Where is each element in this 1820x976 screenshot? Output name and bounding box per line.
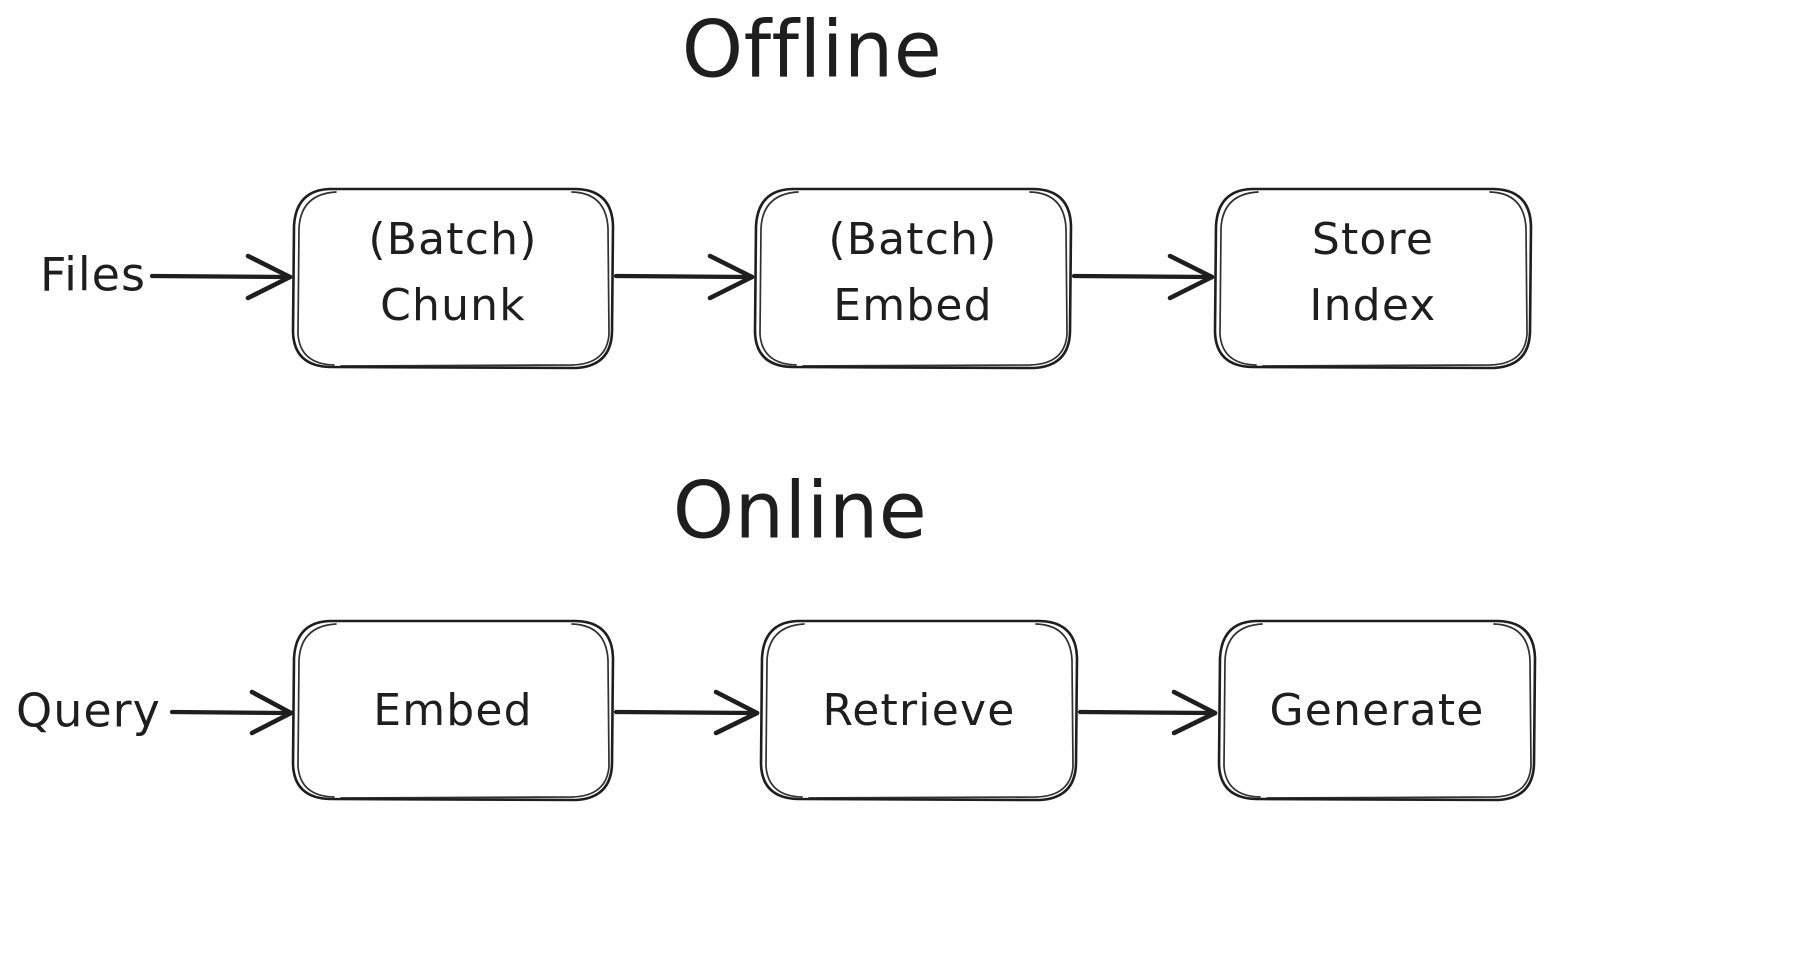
node-generate[interactable]: Generate (1217, 619, 1537, 802)
node-label-batch-chunk-line2: Chunk (380, 280, 526, 331)
node-batch-embed[interactable]: (Batch) Embed (753, 187, 1073, 370)
node-label-generate: Generate (1269, 685, 1484, 736)
node-retrieve[interactable]: Retrieve (759, 619, 1079, 802)
node-batch-chunk[interactable]: (Batch) Chunk (291, 187, 615, 370)
node-label-batch-embed-line1: (Batch) (828, 214, 997, 265)
node-store-index[interactable]: Store Index (1213, 187, 1533, 370)
section-offline: Offline Files (Batch) Chunk (40, 5, 1533, 370)
edge-retrieve-to-generate (1077, 689, 1218, 736)
node-embed[interactable]: Embed (291, 619, 615, 802)
source-label-files: Files (40, 248, 146, 302)
node-label-store-index-line2: Index (1309, 280, 1436, 331)
edge-chunk-to-embed (613, 253, 755, 301)
source-label-query: Query (16, 684, 161, 738)
edge-files-to-chunk (149, 253, 293, 301)
node-label-store-index-line1: Store (1312, 214, 1434, 265)
node-label-embed: Embed (373, 685, 533, 736)
section-online: Online Query Embed (16, 466, 1537, 802)
node-label-batch-embed-line2: Embed (833, 280, 993, 331)
section-title-offline: Offline (682, 5, 943, 95)
edge-query-to-embed (169, 689, 294, 736)
section-title-online: Online (673, 466, 928, 556)
node-label-batch-chunk-line1: (Batch) (368, 214, 537, 265)
node-label-retrieve: Retrieve (822, 685, 1015, 736)
edge-embed-to-store (1071, 253, 1215, 301)
edge-embed-to-retrieve (613, 689, 760, 736)
